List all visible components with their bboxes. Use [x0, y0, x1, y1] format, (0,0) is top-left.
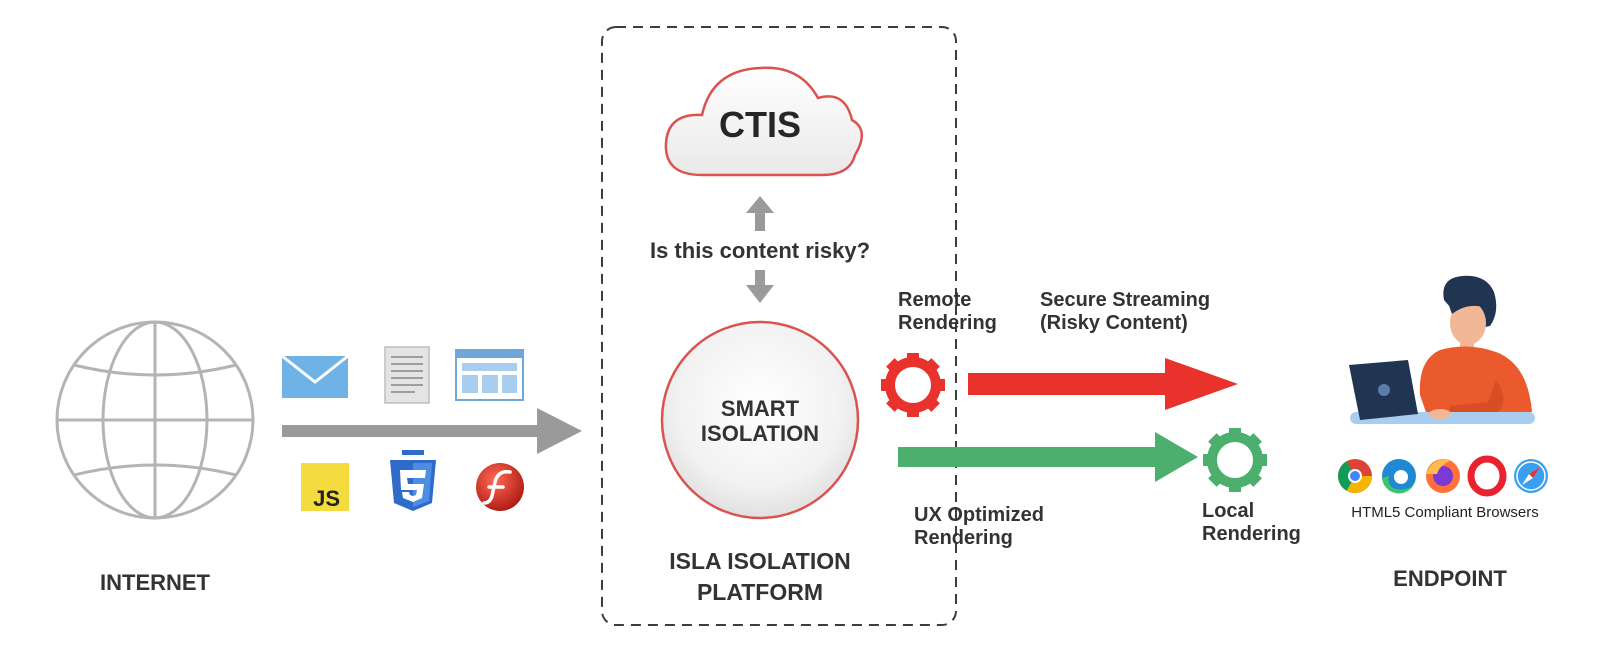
down-arrow-icon: [746, 270, 774, 303]
local-rendering-line1: Local: [1202, 500, 1255, 522]
remote-rendering-label: Remote Rendering: [898, 289, 997, 335]
remote-rendering-line2: Rendering: [898, 312, 997, 334]
document-icon: [384, 346, 430, 404]
platform-name-line1: ISLA ISOLATION: [669, 548, 851, 574]
local-rendering-line2: Rendering: [1202, 523, 1301, 545]
platform-name-line2: PLATFORM: [696, 579, 824, 606]
secure-streaming-line1: Secure Streaming: [1040, 289, 1211, 311]
flash-icon: [476, 463, 524, 511]
internet-label: INTERNET: [100, 570, 210, 595]
ctis-cloud: [664, 66, 863, 177]
webpage-icon: [455, 349, 524, 401]
up-arrow-icon: [746, 196, 774, 231]
ux-optimized-arrow: [898, 432, 1198, 482]
firefox-icon: [1426, 459, 1460, 493]
secure-streaming-line2: (Risky Content): [1040, 312, 1188, 334]
css3-icon: [390, 450, 436, 511]
endpoint-label: ENDPOINT: [1393, 566, 1507, 591]
ux-optimized-label: UX Optimized Rendering: [914, 504, 1044, 550]
platform-name-label: ISLA ISOLATION PLATFORM: [640, 546, 880, 608]
local-rendering-label: Local Rendering: [1202, 500, 1301, 546]
secure-streaming-label: Secure Streaming (Risky Content): [1040, 289, 1210, 335]
email-icon: [281, 354, 349, 398]
remote-rendering-gear-icon: [881, 353, 945, 417]
remote-rendering-line1: Remote: [898, 289, 972, 311]
person-with-laptop-icon: [1349, 275, 1535, 424]
js-text: JS: [313, 486, 340, 511]
smart-isolation-label: SMART ISOLATION: [680, 396, 840, 447]
ux-optimized-line1: UX Optimized: [914, 504, 1045, 526]
smart-isolation-line2: ISOLATION: [700, 421, 820, 447]
secure-streaming-arrow: [968, 358, 1238, 410]
risk-question-label: Is this content risky?: [649, 238, 871, 263]
local-rendering-gear-icon: [1203, 428, 1267, 492]
smart-isolation-circle: [660, 320, 860, 520]
ctis-label: CTIS: [718, 104, 801, 145]
javascript-icon: JS: [301, 463, 349, 511]
edge-icon: [1382, 459, 1416, 494]
internet-to-platform-arrow: [282, 408, 582, 454]
chrome-icon: [1338, 459, 1372, 493]
safari-icon: [1514, 459, 1548, 493]
smart-isolation-line1: SMART: [720, 396, 800, 421]
platform-boundary: [601, 26, 957, 626]
globe-icon: [55, 320, 255, 520]
browsers-caption: HTML5 Compliant Browsers: [1351, 504, 1539, 521]
opera-icon: [1467, 455, 1507, 497]
ux-optimized-line2: Rendering: [914, 527, 1013, 549]
